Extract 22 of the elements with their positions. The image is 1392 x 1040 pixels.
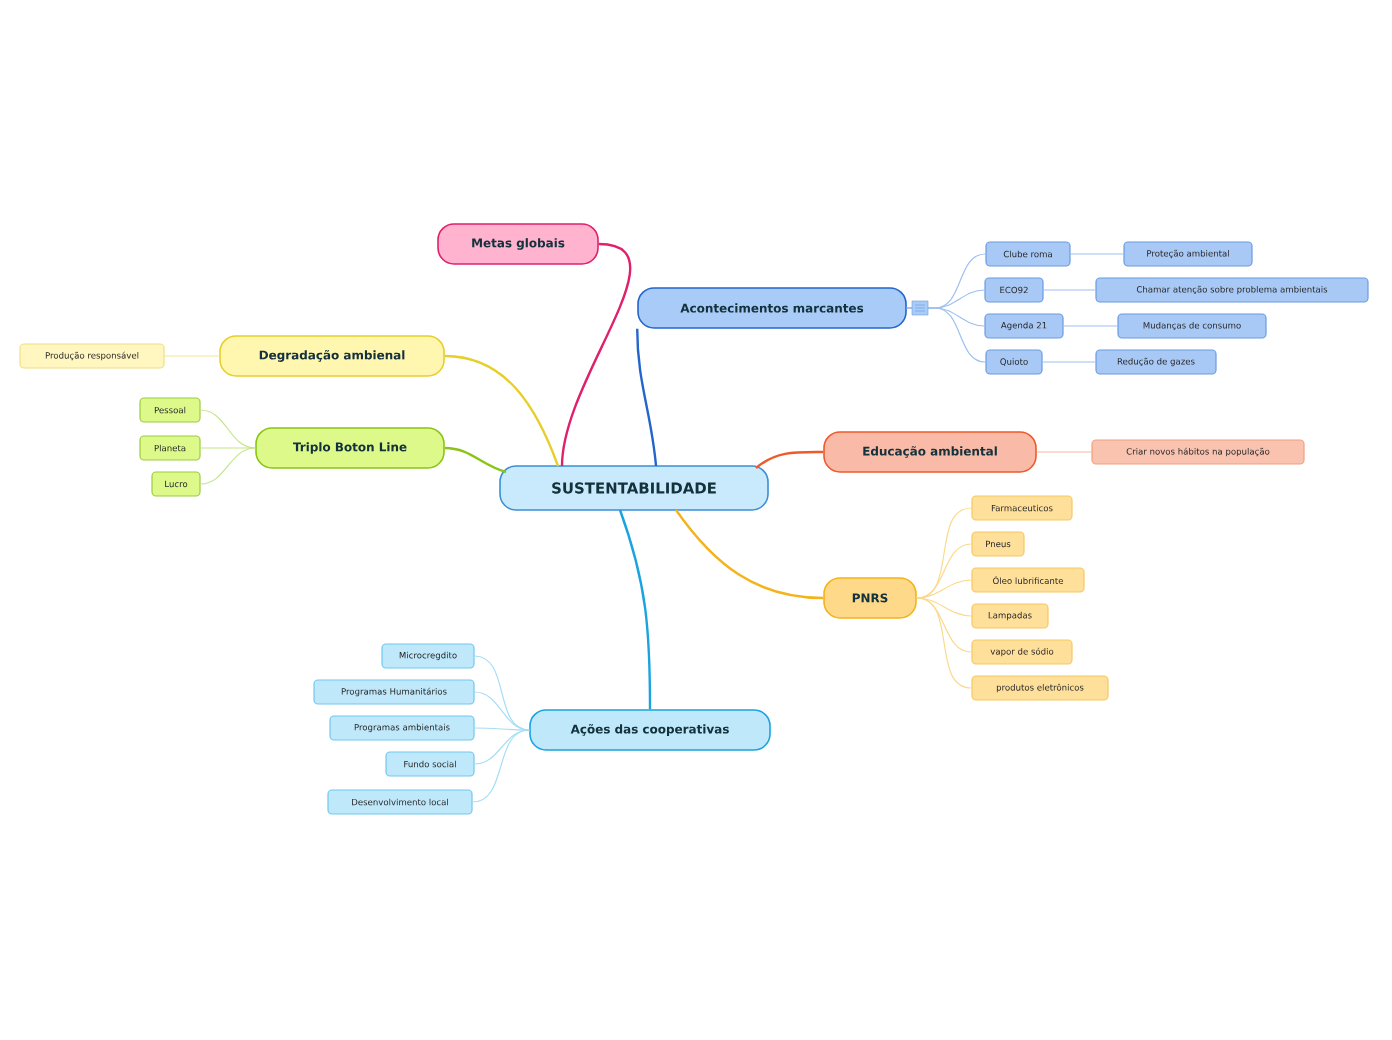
connector-line (200, 447, 256, 449)
connector-line (1042, 361, 1096, 363)
connector-line (755, 450, 824, 469)
connector-line (474, 729, 530, 765)
connector-line (675, 509, 824, 600)
connector-line (472, 729, 530, 803)
connector-line (1063, 325, 1118, 327)
connector-line (636, 328, 658, 467)
connector-line (906, 307, 986, 363)
connector-line (474, 727, 530, 731)
connector-line (1036, 451, 1092, 453)
connector-line (916, 597, 972, 689)
connector-line (1043, 289, 1096, 291)
connector-line (1070, 253, 1124, 255)
connector-line (164, 355, 220, 357)
connector-line (618, 509, 652, 710)
connector-line (916, 579, 972, 599)
connector-line (916, 543, 972, 599)
connector-line (444, 354, 560, 467)
connector-line (200, 447, 256, 485)
connector-line (444, 446, 507, 474)
connector-line (560, 242, 632, 467)
